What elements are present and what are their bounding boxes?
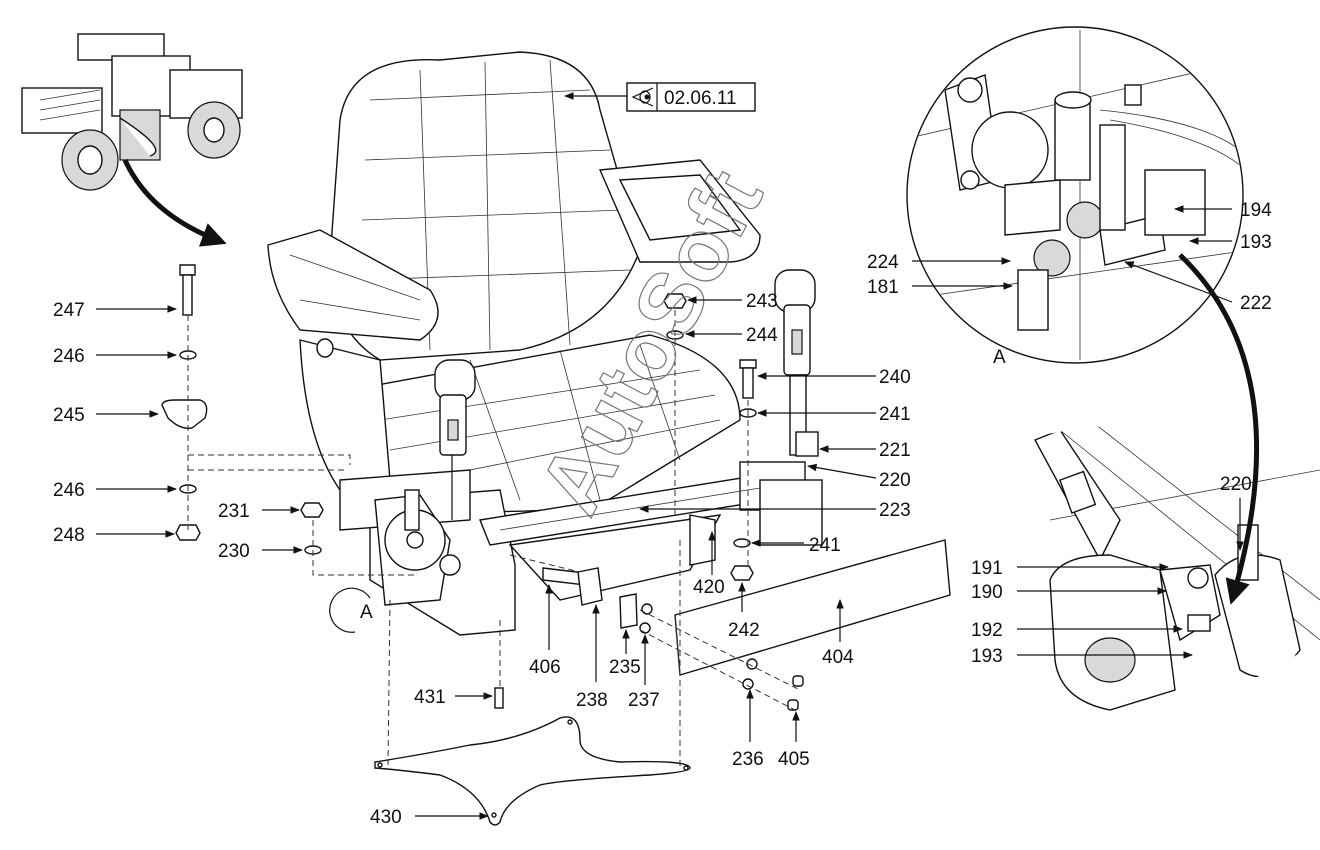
hardware-left (161, 264, 324, 555)
label-404: 404 (822, 647, 854, 668)
plate-235 (619, 593, 638, 629)
label-220: 220 (879, 470, 911, 491)
leader-lines (96, 205, 1244, 820)
label-244: 244 (746, 325, 778, 346)
label-193: 193 (1240, 232, 1272, 253)
operator-seat (267, 51, 761, 636)
detail-view-label: A (993, 347, 1006, 368)
detail-view-a (906, 26, 1244, 364)
label-223: 223 (879, 500, 911, 521)
label-181: 181 (867, 277, 899, 298)
left-joystick (434, 359, 476, 520)
bar-404 (674, 539, 951, 676)
right-joystick (774, 269, 819, 457)
stud-431 (494, 687, 504, 709)
label-224: 224 (867, 252, 899, 273)
label-221: 221 (879, 440, 911, 461)
label-245: 245 (53, 405, 85, 426)
label-193-detail: 193 (971, 646, 1003, 667)
detail-marker (329, 587, 371, 633)
label-248: 248 (53, 525, 85, 546)
label-191: 191 (971, 558, 1003, 579)
label-222: 222 (1240, 293, 1272, 314)
label-246-lower: 246 (53, 480, 85, 501)
label-242: 242 (728, 620, 760, 641)
label-238: 238 (576, 690, 608, 711)
roller-machine-thumbnail (21, 33, 243, 191)
label-236: 236 (732, 749, 764, 770)
label-194: 194 (1240, 200, 1272, 221)
label-220-detail: 220 (1220, 474, 1252, 495)
label-431: 431 (414, 687, 446, 708)
label-246: 246 (53, 346, 85, 367)
label-420: 420 (693, 577, 725, 598)
label-231: 231 (218, 501, 250, 522)
label-243: 243 (746, 291, 778, 312)
label-405: 405 (778, 749, 810, 770)
label-406: 406 (529, 657, 561, 678)
part-labels: 247 246 245 246 248 231 230 243 244 240 … (53, 200, 1272, 828)
label-190: 190 (971, 582, 1003, 603)
label-235: 235 (609, 657, 641, 678)
reference-box (564, 82, 756, 112)
label-430: 430 (370, 807, 402, 828)
base-plate-430 (374, 716, 691, 826)
locator-arrow (122, 158, 227, 247)
assembly-lines (187, 310, 801, 768)
label-241: 241 (879, 404, 911, 425)
label-192: 192 (971, 620, 1003, 641)
reference-text: 02.06.11 (664, 88, 737, 109)
label-237: 237 (628, 690, 660, 711)
detail-view-lower (1034, 425, 1320, 711)
detail-marker-label: A (360, 602, 373, 623)
label-247: 247 (53, 300, 85, 321)
clamp-238 (577, 567, 603, 606)
label-230: 230 (218, 541, 250, 562)
eye-view-icon (631, 87, 654, 107)
label-241-lower: 241 (809, 535, 841, 556)
mounting-bracket (374, 489, 461, 606)
label-240: 240 (879, 367, 911, 388)
detail-link-arrow (1178, 253, 1260, 605)
